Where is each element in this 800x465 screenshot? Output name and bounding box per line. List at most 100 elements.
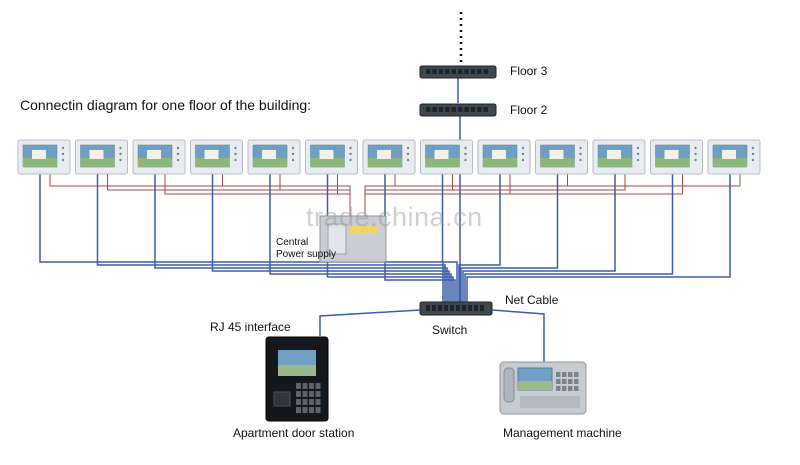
- indoor-monitor-1: [17, 139, 71, 175]
- net-cable-1: [39, 174, 444, 302]
- watermark: trade.china.cn: [306, 202, 483, 232]
- monitor-button: [694, 152, 697, 156]
- monitor-screen-grass: [253, 158, 287, 167]
- door-station-key: [315, 383, 321, 389]
- management-key: [562, 386, 567, 391]
- monitor-button: [751, 158, 755, 162]
- net-cable-3: [154, 174, 448, 302]
- management-key: [556, 379, 561, 384]
- net-cable-2: [96, 174, 446, 302]
- main-switch-port: [462, 305, 466, 311]
- floor3-switch-port: [458, 69, 463, 74]
- power-cable-13: [364, 174, 741, 222]
- main-switch-port: [456, 305, 460, 311]
- monitor-screen-house: [664, 150, 679, 159]
- indoor-monitor-2: [75, 139, 128, 175]
- monitor-button: [521, 158, 525, 162]
- power-supply-terminal: [350, 226, 378, 234]
- monitor-screen-grass: [138, 158, 172, 167]
- main-switch-port: [474, 305, 478, 311]
- monitor-button: [406, 158, 410, 162]
- floor3-switch-port: [438, 69, 444, 74]
- floor2-switch-port: [451, 107, 456, 112]
- net-cable-13: [466, 174, 731, 302]
- monitor-button: [119, 146, 122, 150]
- monitor-screen-house: [32, 150, 46, 159]
- monitor-screen-grass: [195, 158, 230, 167]
- door-station-key: [309, 391, 314, 397]
- indoor-monitor-3: [132, 139, 186, 175]
- monitor-button: [119, 158, 122, 162]
- monitor-screen-house: [549, 150, 564, 159]
- floor2-switch-port: [432, 107, 437, 112]
- floor3-switch-port: [432, 69, 437, 74]
- floor3-switch-port: [477, 69, 482, 74]
- floor3-switch: [419, 65, 497, 79]
- monitor-button: [464, 152, 467, 156]
- floor3-switch-port: [445, 69, 450, 74]
- power-supply-board: [327, 223, 347, 255]
- monitor-screen-house: [434, 150, 449, 159]
- monitor-button: [694, 158, 697, 162]
- floor2-switch-port: [470, 107, 476, 112]
- monitor-screen-house: [722, 150, 736, 159]
- monitor-button: [579, 146, 582, 150]
- monitor-button: [406, 152, 410, 156]
- floor2-switch-port: [458, 107, 463, 112]
- door-station-key: [315, 399, 321, 405]
- monitor-screen-house: [319, 150, 334, 159]
- monitor-screen-grass: [23, 158, 57, 167]
- monitor-screen-house: [492, 150, 506, 159]
- monitor-button: [349, 152, 352, 156]
- main-switch-port: [444, 305, 448, 311]
- door-station-key: [309, 383, 314, 389]
- floor2-label: Floor 2: [510, 103, 548, 117]
- door-station-key: [302, 383, 308, 389]
- door-station-key: [296, 391, 301, 397]
- monitor-button: [234, 158, 237, 162]
- net-cable-8: [441, 174, 458, 302]
- monitor-button: [464, 158, 467, 162]
- net-cable-9: [458, 174, 501, 302]
- main-switch-port: [450, 305, 454, 311]
- door-station-label: Apartment door station: [233, 426, 355, 440]
- power-supply-label: Power supply: [276, 249, 337, 260]
- door-station-screen-ground: [278, 365, 316, 376]
- floor2-switch: [419, 103, 497, 117]
- management-key: [574, 379, 579, 384]
- monitor-screen-grass: [310, 158, 345, 167]
- monitor-button: [234, 146, 237, 150]
- monitor-button: [521, 146, 525, 150]
- monitor-button: [61, 152, 65, 156]
- management-panel: [520, 396, 580, 408]
- indoor-monitor-7: [362, 139, 416, 175]
- monitor-button: [176, 152, 180, 156]
- door-station-key: [302, 391, 308, 397]
- apartment-door-station: [265, 336, 329, 422]
- management-machine: [499, 361, 587, 415]
- management-key: [556, 386, 561, 391]
- monitor-screen-grass: [540, 158, 575, 167]
- door-station-key: [296, 383, 301, 389]
- management-key: [568, 386, 573, 391]
- switch-label: Switch: [432, 323, 468, 337]
- management-key: [562, 379, 567, 384]
- monitor-button: [291, 152, 295, 156]
- monitor-screen-house: [377, 150, 391, 159]
- indoor-monitor-8: [420, 139, 473, 175]
- indoor-monitor-9: [477, 139, 531, 175]
- monitor-button: [636, 152, 640, 156]
- door-station-key: [315, 391, 321, 397]
- monitor-screen-grass: [598, 158, 632, 167]
- monitor-screen-grass: [655, 158, 690, 167]
- indoor-monitor-5: [247, 139, 301, 175]
- floor2-switch-port: [464, 107, 469, 112]
- monitor-screen-house: [607, 150, 621, 159]
- net-cable-label: Net Cable: [505, 293, 559, 307]
- monitor-screen-grass: [483, 158, 517, 167]
- monitor-button: [234, 152, 237, 156]
- management-label: Management machine: [503, 426, 622, 440]
- main-switch-port: [468, 305, 472, 311]
